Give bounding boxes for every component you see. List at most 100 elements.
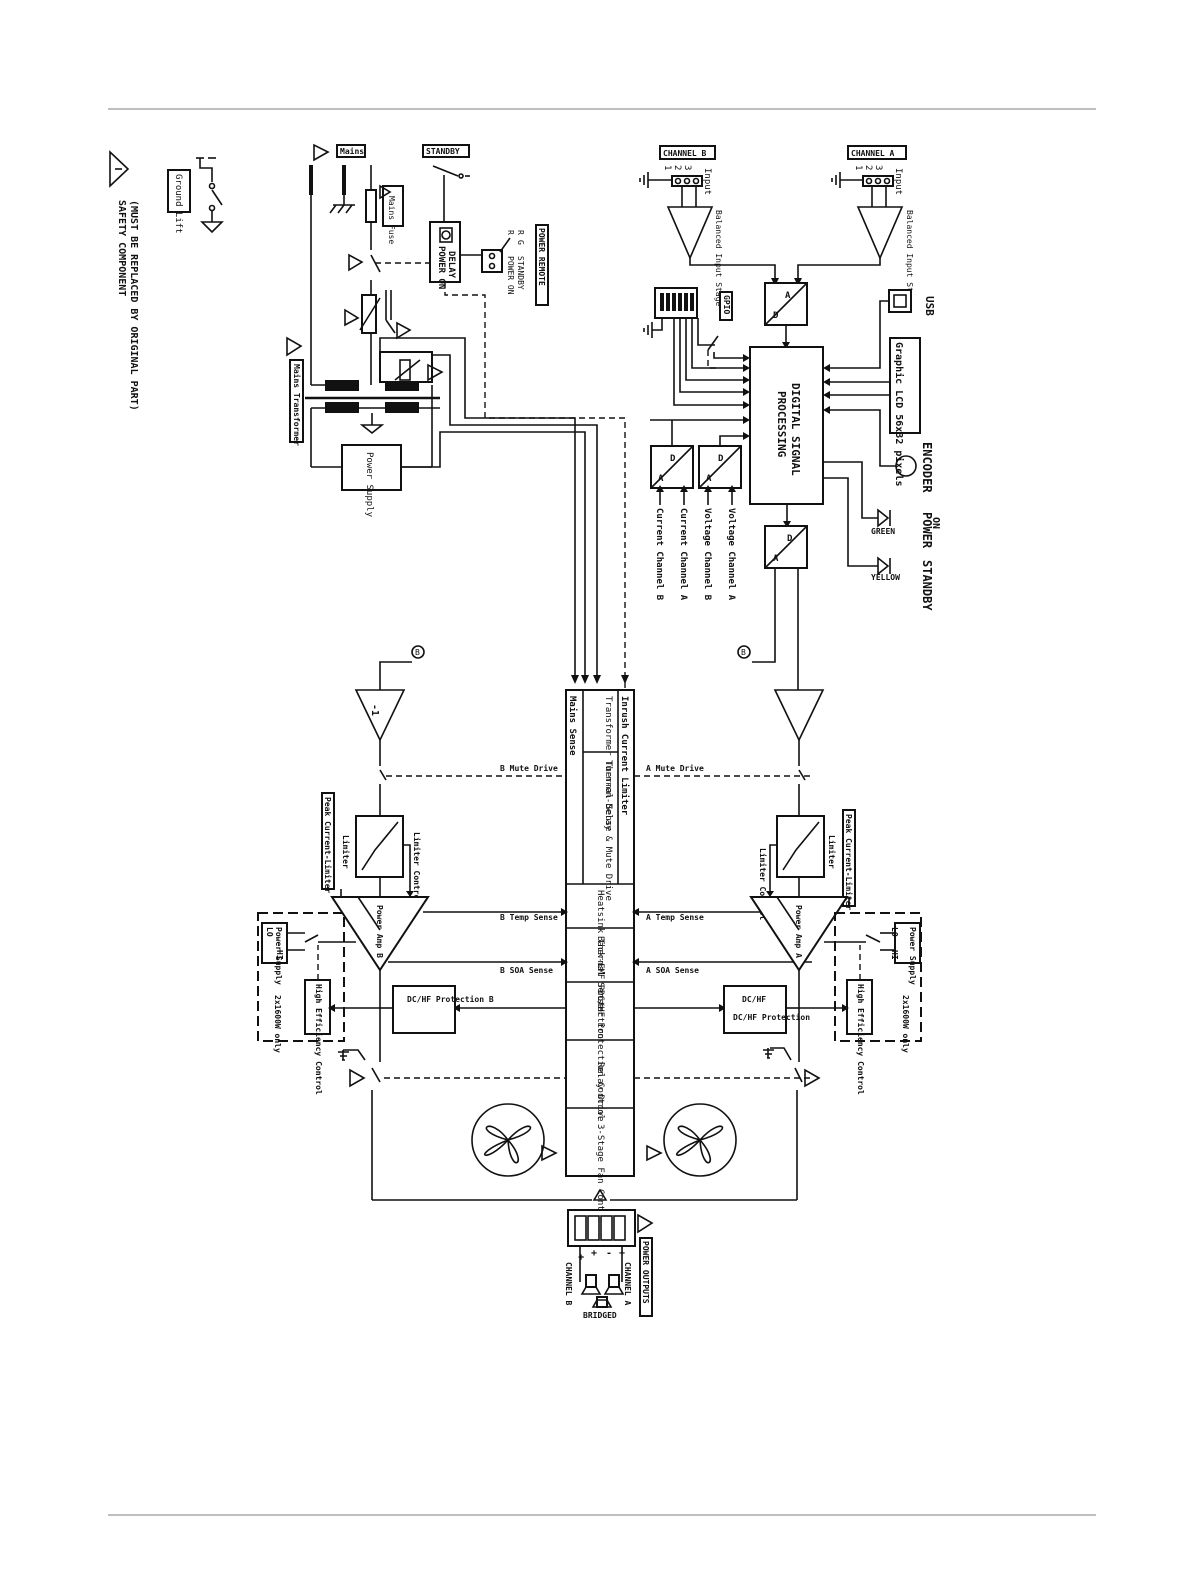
bridged-label: BRIDGED bbox=[583, 1311, 617, 1320]
ground-icon bbox=[831, 172, 841, 188]
ground-icon bbox=[643, 322, 653, 338]
channel-b-label-box bbox=[659, 145, 716, 160]
lcd-label: Graphic LCD 56x32 pixels bbox=[893, 342, 905, 487]
speaker-bridged-icon bbox=[596, 1296, 608, 1308]
current-channel-b-label: Current Channel B bbox=[654, 508, 664, 601]
dchf-protection-b-box bbox=[392, 985, 456, 1034]
adc-a-label: A bbox=[706, 474, 712, 484]
model-only-a-label: 2x1600W only bbox=[901, 995, 910, 1053]
speaker-b-icon bbox=[585, 1274, 597, 1288]
high-efficiency-b-box bbox=[304, 979, 331, 1035]
mains-fuse-icon bbox=[365, 189, 377, 223]
peak-limiter-b-label: Peak Current-Limiter bbox=[323, 797, 333, 894]
limiter-b-label: Limiter bbox=[341, 835, 351, 869]
usb-connector bbox=[888, 289, 912, 313]
gpio-label: GPIO bbox=[722, 295, 731, 314]
current-channel-a-label: Current Channel A bbox=[678, 508, 688, 601]
model-only-b-label: 2x1600W only bbox=[273, 995, 282, 1053]
a-mute-drive-label: A Mute Drive bbox=[646, 763, 704, 773]
pin-label: 3 bbox=[682, 165, 692, 170]
power-amp-a bbox=[749, 896, 849, 972]
output-safety-icon bbox=[592, 1188, 608, 1201]
back-emf-label: Back-EMF Protection bbox=[595, 936, 605, 1039]
mains-fuse-box bbox=[382, 185, 404, 227]
pin-label: 1 bbox=[853, 165, 863, 170]
mains-fuse-label: Mains Fuse bbox=[387, 196, 396, 244]
inrush-control-line bbox=[444, 282, 626, 690]
standby-led-label: STANDBY bbox=[920, 560, 934, 611]
heatsink-label: Heatsink Thermal Sense bbox=[595, 890, 605, 1009]
usb-label: USB bbox=[923, 296, 936, 316]
inverter-b bbox=[354, 689, 406, 742]
transformer-thermal-label: Transformer Thermal Sense bbox=[603, 696, 613, 831]
lo-label: LO bbox=[265, 927, 274, 937]
svg-text:B: B bbox=[741, 648, 746, 657]
dac-a-label: A bbox=[773, 554, 779, 564]
safety-triangle-icon bbox=[109, 150, 130, 188]
mains-label: Mains bbox=[340, 146, 364, 156]
channel-b-label: CHANNEL B bbox=[663, 149, 707, 158]
ground-icon bbox=[639, 172, 649, 188]
limiter-control-a-label: Limiter Control bbox=[758, 848, 768, 920]
adc-d-label: D bbox=[773, 311, 779, 321]
inrush-resistor bbox=[361, 294, 377, 334]
lohi-supply-b bbox=[261, 922, 288, 964]
mains-pin-icon bbox=[309, 165, 313, 195]
power-on-delay-label-2: DELAY bbox=[446, 251, 456, 279]
a-temp-sense-label: A Temp Sense bbox=[646, 913, 704, 922]
dsp-label: DIGITAL SIGNAL bbox=[789, 383, 802, 476]
small-power-supply-label: Power Supply bbox=[908, 927, 917, 985]
mains-sense-label: Mains Sense bbox=[567, 696, 578, 756]
ground-icon bbox=[200, 221, 224, 234]
led-green-icon bbox=[877, 508, 890, 528]
input-label: Input bbox=[702, 168, 712, 195]
gpio-pins bbox=[660, 293, 694, 311]
balanced-input-stage-a bbox=[856, 206, 904, 261]
ground-icon bbox=[763, 1048, 774, 1059]
channel-a-out-label: CHANNEL A bbox=[623, 1262, 632, 1306]
gpio-label-box bbox=[719, 291, 733, 321]
high-efficiency-b-option bbox=[257, 912, 345, 1042]
power-outputs-label: POWER OUTPUTS bbox=[641, 1241, 650, 1304]
transformer-thermal-line bbox=[432, 354, 598, 680]
ground-icon bbox=[338, 1050, 349, 1061]
high-efficiency-a-label: High Efficiency Control bbox=[856, 984, 866, 1095]
high-efficiency-b-label: High Efficiency Control bbox=[314, 984, 324, 1095]
safety-legend: SAFETY COMPONENT (MUST BE REPLACED BY OR… bbox=[109, 150, 139, 411]
b-soa-sense-label: B SOA Sense bbox=[500, 966, 553, 975]
power-remote-label-box bbox=[535, 224, 549, 306]
led-yellow-icon bbox=[877, 556, 890, 576]
lcd-box bbox=[889, 337, 921, 434]
standby-label: STANDBY bbox=[426, 147, 460, 156]
minus-label: - bbox=[606, 1248, 612, 1259]
hi-label: HI bbox=[890, 950, 899, 960]
mains-transformer-label: Mains Transformer bbox=[292, 364, 302, 446]
ground-icon bbox=[359, 424, 385, 435]
ground-lift-legend: Ground Lift bbox=[167, 157, 224, 234]
green-label: GREEN bbox=[871, 527, 895, 536]
ground-lift-label: Ground Lift bbox=[173, 174, 183, 234]
power-supply-label: Power Supply bbox=[364, 452, 374, 518]
lo-label: LO bbox=[890, 927, 899, 937]
power-label: POWER bbox=[920, 512, 934, 549]
fan-a-icon bbox=[663, 1103, 737, 1177]
mains-sense-line bbox=[379, 337, 576, 680]
standby-switch bbox=[432, 165, 459, 177]
voltage-channel-a-label: Voltage Channel A bbox=[726, 508, 736, 601]
thermal-sensor-box bbox=[379, 351, 433, 383]
remote-connector bbox=[481, 249, 503, 273]
turn-on-delay-label: Turn-on-Delay & Mute Drive bbox=[603, 760, 613, 901]
remote-standby-label: STANDBY bbox=[516, 256, 525, 290]
remote-switch bbox=[499, 237, 511, 253]
ground-lift-box bbox=[167, 169, 191, 213]
dsp-label-2: PROCESSING bbox=[775, 391, 788, 458]
channel-a-label: CHANNEL A bbox=[851, 149, 895, 158]
balanced-input-stage-label: Balanced Input Stage bbox=[905, 210, 914, 307]
protection-column: Inrush Current Limiter Transformer Therm… bbox=[384, 689, 812, 1227]
dchf-protection-a-box bbox=[723, 985, 787, 1034]
relay-drive-label: Relay Drive bbox=[595, 1062, 605, 1122]
input-connector-b bbox=[671, 175, 703, 187]
limiter-control-b-label: Limiter Control bbox=[412, 832, 422, 904]
